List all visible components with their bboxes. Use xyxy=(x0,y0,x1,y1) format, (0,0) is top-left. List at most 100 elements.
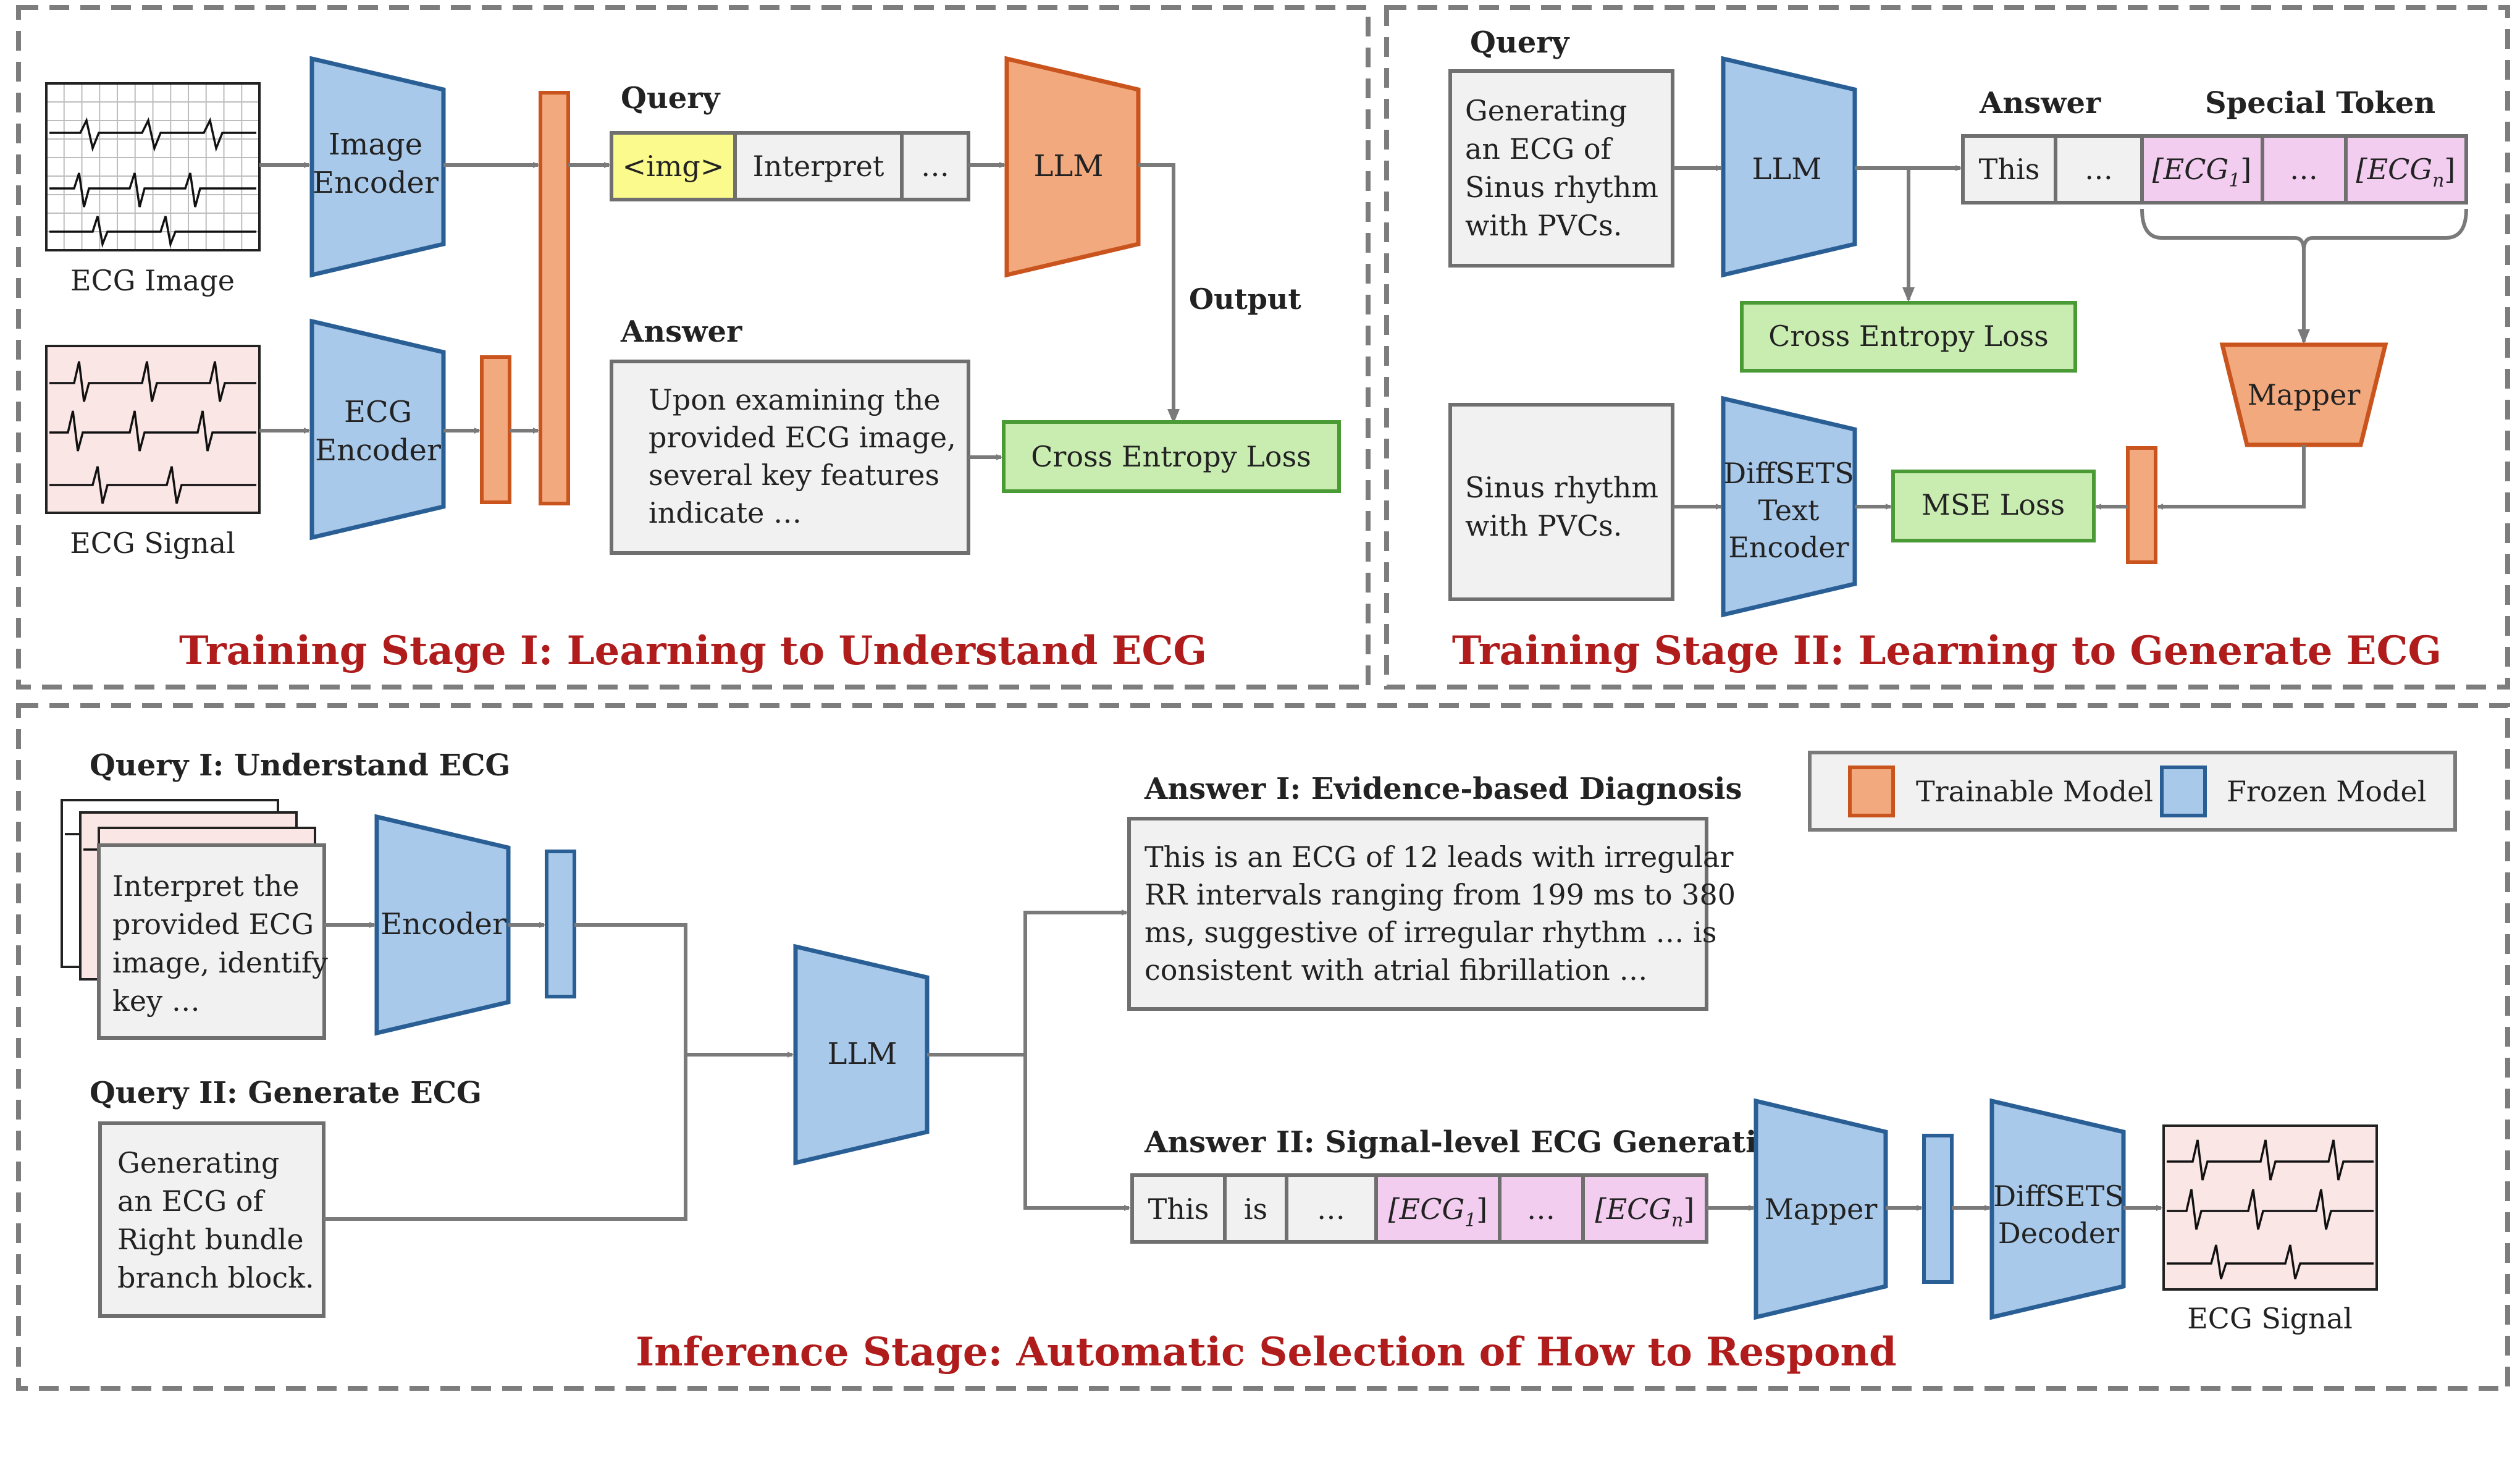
answer1-label: Answer I: Evidence-based Diagnosis xyxy=(1144,772,1742,806)
answer2-token-is-text: is xyxy=(1244,1192,1267,1226)
inference-mapper-label: Mapper xyxy=(1765,1192,1878,1226)
answer1-line4: consistent with atrial fibrillation … xyxy=(1144,953,1647,987)
answer2-special-ecg1: [ECG1] xyxy=(1388,1192,1488,1231)
stage1-answer-line1: Upon examining the xyxy=(649,383,940,416)
query1-line2: provided ECG xyxy=(112,908,314,941)
answer2-token-ecg-mid xyxy=(1498,1173,1585,1244)
arrow-llm-to-answer2 xyxy=(1023,1055,1130,1211)
stage2-text-input-box xyxy=(1448,403,1674,601)
image-encoder-line2: Encoder xyxy=(313,166,439,200)
legend-trainable-swatch xyxy=(1848,766,1895,817)
inference-mapper-block xyxy=(1754,1098,1888,1320)
legend-frozen-swatch xyxy=(2160,766,2207,817)
special-token-brace xyxy=(2140,208,2468,251)
ecg-signal-thumbnail xyxy=(45,345,261,514)
stage2-llm-label: LLM xyxy=(1752,152,1822,187)
query1-label: Query I: Understand ECG xyxy=(90,748,510,783)
legend-frozen-label: Frozen Model xyxy=(2227,775,2426,808)
text-encoder-line1: DiffSETS xyxy=(1723,457,1854,490)
answer1-line3: ms, suggestive of irregular rhythm … is xyxy=(1144,916,1716,949)
inference-title: Inference Stage: Automatic Selection of … xyxy=(636,1329,1897,1375)
legend: Trainable Model Frozen Model xyxy=(1808,751,2457,832)
query2-label: Query II: Generate ECG xyxy=(90,1076,482,1110)
answer1-box xyxy=(1127,817,1708,1011)
stage2-mapper-label: Mapper xyxy=(2248,378,2361,411)
special-token-ecgn: [ECGn] xyxy=(2356,153,2456,192)
answer2-token-ellipsis-text: … xyxy=(1317,1192,1345,1226)
stage2-mapper-block xyxy=(2219,342,2388,447)
decoder-block xyxy=(1989,1098,2126,1320)
token-interpret-text: Interpret xyxy=(753,150,884,183)
legend-box xyxy=(1808,751,2457,832)
arrow-mapper-to-bar xyxy=(2157,445,2306,510)
stage1-answer-box xyxy=(610,360,970,555)
inference-projector-bar xyxy=(545,850,576,998)
token-interpret xyxy=(733,131,904,201)
stage1-query-label: Query xyxy=(621,81,721,116)
stage2-llm-block xyxy=(1721,56,1857,278)
answer1-line1: This is an ECG of 12 leads with irregula… xyxy=(1144,840,1733,874)
query1-box xyxy=(97,843,326,1040)
ecg-signal-label: ECG Signal xyxy=(70,526,235,560)
stage2-text-input-line2: with PVCs. xyxy=(1465,509,1622,542)
stage2-query-line4: with PVCs. xyxy=(1465,209,1622,242)
inference-llm-label: LLM xyxy=(828,1037,897,1071)
answer2-token-this-text: This xyxy=(1148,1192,1209,1226)
special-token-ellipsis: … xyxy=(2290,153,2318,186)
mse-loss-text: MSE Loss xyxy=(1922,488,2065,521)
stage2-query-line1: Generating xyxy=(1465,94,1628,127)
query2-line1: Generating xyxy=(117,1146,280,1179)
token-ellipsis-2-text: … xyxy=(2085,153,2113,186)
stage2-special-token-label: Special Token xyxy=(2205,86,2435,120)
query1-line3: image, identify xyxy=(112,946,328,979)
stage2-title: Training Stage II: Learning to Generate … xyxy=(1452,628,2442,674)
generated-ecg-signal xyxy=(2162,1124,2378,1291)
stage2-query-line2: an ECG of xyxy=(1465,132,1613,166)
stage2-text-input-line1: Sinus rhythm xyxy=(1465,471,1658,504)
projector-bar xyxy=(539,91,570,505)
ecg-encoder-line2: Encoder xyxy=(315,433,441,468)
token-ellipsis xyxy=(900,131,970,201)
ecg-encoder-block xyxy=(309,318,446,541)
arrow-llm-to-answer1 xyxy=(1023,909,1128,1055)
decoder-line1: DiffSETS xyxy=(1993,1179,2124,1213)
query1-line1: Interpret the xyxy=(112,869,300,903)
stage2-frame xyxy=(1384,5,2510,690)
token-ecg-mid xyxy=(2261,134,2348,205)
stage2-query-label: Query xyxy=(1470,25,1571,60)
query2-line4: branch block. xyxy=(117,1261,314,1294)
stage1-answer-line3: several key features xyxy=(649,458,939,492)
text-encoder-line3: Encoder xyxy=(1728,531,1849,564)
ecg-encoder-line1: ECG xyxy=(344,395,412,429)
stage1-llm-label: LLM xyxy=(1034,149,1104,184)
stage1-title: Training Stage I: Learning to Understand… xyxy=(179,628,1207,674)
stage1-frame xyxy=(16,5,1371,690)
stage1-answer-label: Answer xyxy=(620,314,742,349)
answer2-token-ellipsis xyxy=(1285,1173,1378,1244)
token-ecg-1 xyxy=(2140,134,2264,205)
legend-trainable-label: Trainable Model xyxy=(1916,775,2153,808)
inference-ecg-signal-label: ECG Signal xyxy=(2187,1302,2353,1335)
ecg-projector-bar xyxy=(480,355,511,504)
stage2-ce-loss-box xyxy=(1740,301,2077,373)
answer1-line2: RR intervals ranging from 199 ms to 380 xyxy=(1144,878,1736,911)
stage1-llm-block xyxy=(1004,56,1141,278)
token-img xyxy=(610,131,737,201)
inference-encoder-block xyxy=(374,814,511,1036)
image-encoder-block xyxy=(309,56,446,278)
ecg-image-thumbnail xyxy=(45,82,261,251)
stage2-query-line3: Sinus rhythm xyxy=(1465,171,1658,204)
query2-line2: an ECG of xyxy=(117,1184,266,1218)
text-encoder-line2: Text xyxy=(1758,494,1820,527)
token-img-text: <img> xyxy=(623,150,724,183)
stage1-answer-line2: provided ECG image, xyxy=(649,421,956,454)
token-this xyxy=(1961,134,2057,205)
decoder-line2: Decoder xyxy=(1998,1217,2119,1250)
answer2-token-ecgn xyxy=(1581,1173,1708,1244)
query2-line3: Right bundle xyxy=(117,1223,304,1256)
stage2-answer-label: Answer xyxy=(1979,86,2101,120)
image-encoder-line1: Image xyxy=(329,127,422,162)
ecg-image-label: ECG Image xyxy=(70,264,235,297)
inference-llm-block xyxy=(793,943,930,1166)
